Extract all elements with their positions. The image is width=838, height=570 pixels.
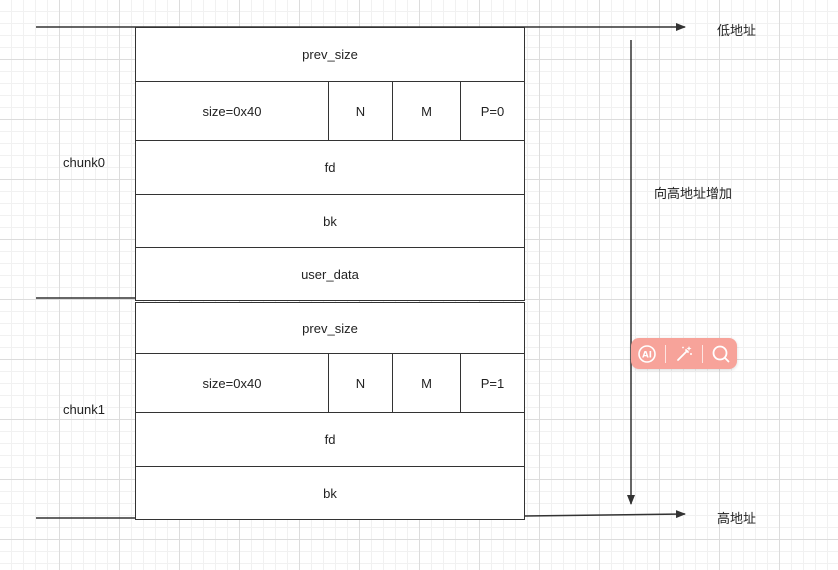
chunk1-size-field: size=0x40 (135, 353, 329, 413)
ai-icon[interactable]: AI (633, 340, 661, 368)
chunk1-flag-n: N (328, 353, 393, 413)
chunk0-user-data-field: user_data (135, 247, 525, 301)
chunk1-prev-size-field: prev_size (135, 302, 525, 354)
chunk0-prev-size-field: prev_size (135, 27, 525, 82)
chunk0-fd-field: fd (135, 140, 525, 195)
chunk0-flag-m: M (392, 81, 461, 141)
chunk0-label: chunk0 (63, 155, 105, 170)
chunk0-bk-field: bk (135, 194, 525, 248)
high-address-arrow (523, 510, 686, 519)
chunk0-flag-n: N (328, 81, 393, 141)
chunk0-size-field: size=0x40 (135, 81, 329, 141)
toolbar-separator (665, 344, 666, 363)
chunk1-fd-field: fd (135, 412, 525, 467)
search-icon[interactable] (707, 340, 735, 368)
toolbar-separator (702, 344, 703, 363)
magic-wand-icon[interactable] (670, 340, 698, 368)
low-address-label: 低地址 (717, 23, 757, 38)
chunk1-flag-m: M (392, 353, 461, 413)
high-address-label: 高地址 (717, 511, 757, 526)
ai-floating-toolbar: AI (631, 338, 737, 369)
chunk1-label: chunk1 (63, 402, 105, 417)
direction-label: 向高地址增加 (654, 186, 733, 201)
svg-text:AI: AI (642, 350, 652, 360)
chunk0-flag-p: P=0 (460, 81, 525, 141)
chunk1-flag-p: P=1 (460, 353, 525, 413)
chunk1-bk-field: bk (135, 466, 525, 520)
